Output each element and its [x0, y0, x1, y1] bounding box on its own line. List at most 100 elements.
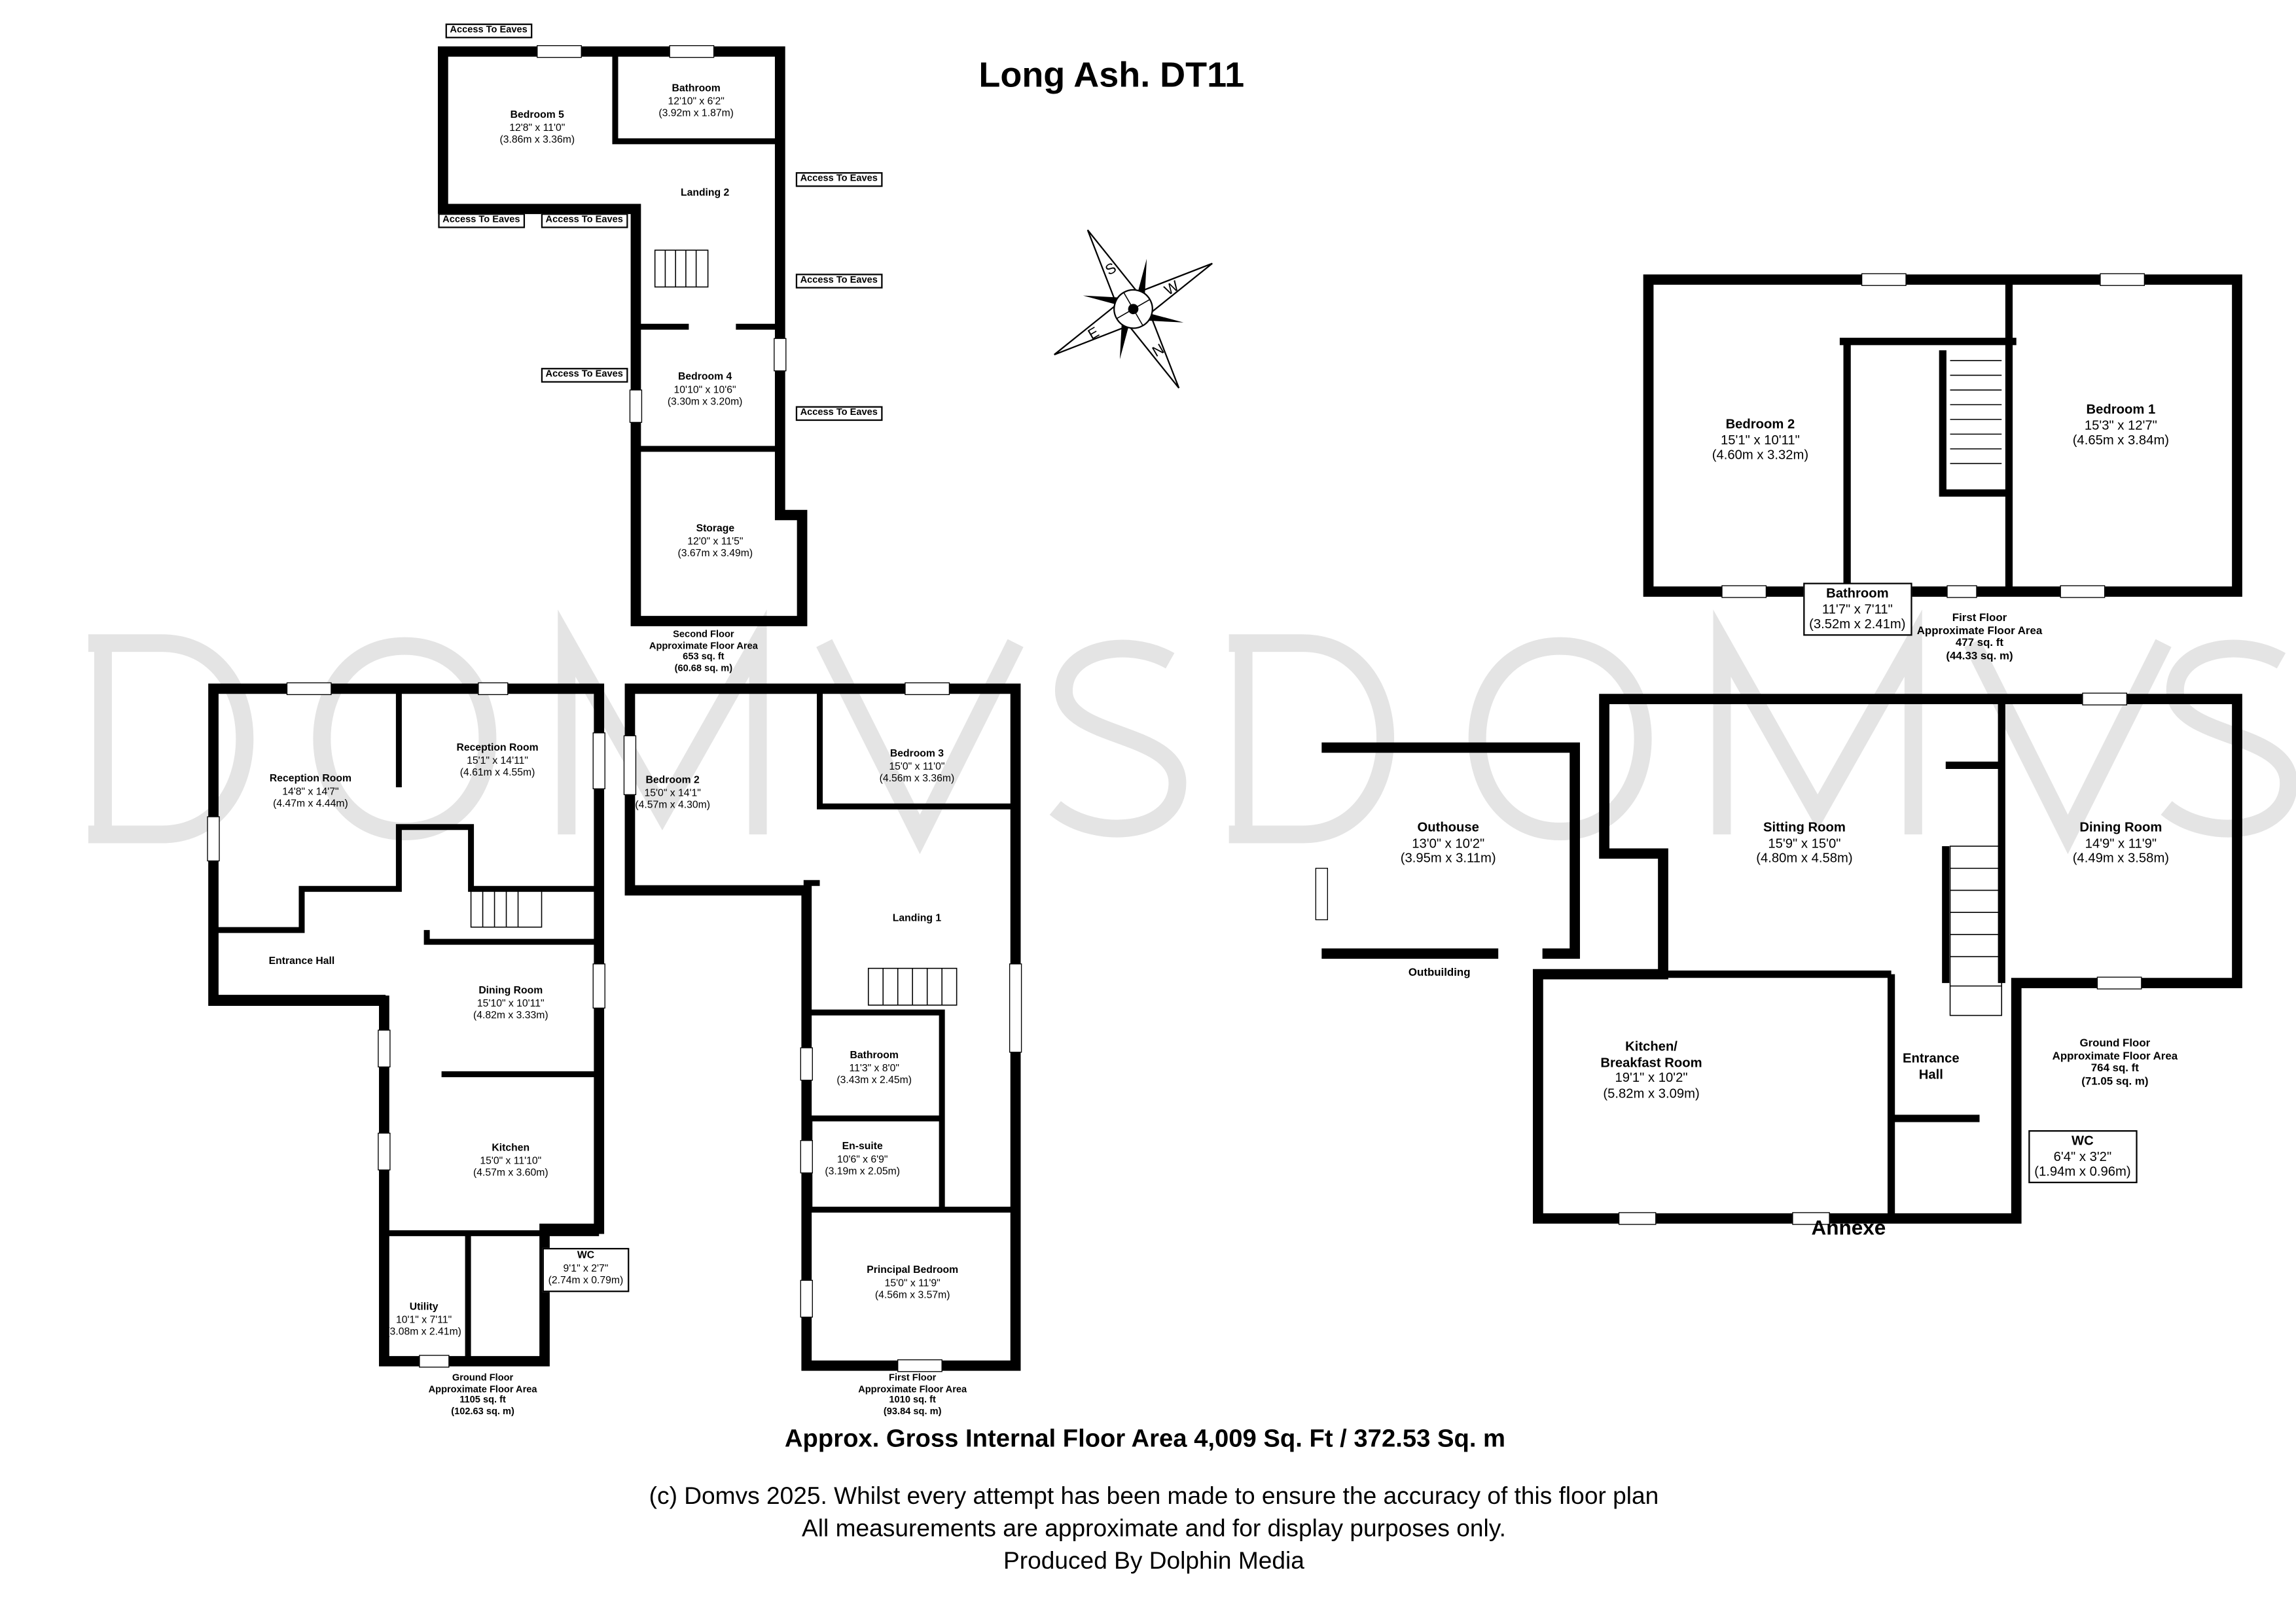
watermark-letter-shape [816, 639, 1024, 855]
room-size-imperial: 12'8" x 11'0" [509, 122, 565, 134]
floor-area-sqft: 1010 sq. ft [889, 1395, 936, 1406]
room-size-metric: (3.52m x 2.41m) [1809, 616, 1906, 632]
floor-area-label: Approximate Floor Area [1916, 623, 2043, 637]
windows [207, 45, 2145, 1372]
floor-area-sqft: 764 sq. ft [2090, 1061, 2139, 1075]
room-size-metric: (4.56m x 3.57m) [874, 1291, 950, 1301]
room-name: Entrance [1902, 1050, 1960, 1066]
floor-area-sqm: (102.63 sq. m) [451, 1406, 514, 1417]
access-to-eaves-tag: Access To Eaves [541, 368, 628, 383]
room-name: Bathroom [850, 1050, 899, 1061]
room-size-metric: (3.92m x 1.87m) [658, 109, 734, 120]
room-label-landing-2: Landing 2 [681, 188, 729, 201]
room-name: Sitting Room [1763, 819, 1846, 835]
room-name: Dining Room [478, 986, 543, 997]
outhouse-outline [1321, 742, 1580, 959]
room-name-line-2: Hall [1918, 1066, 1943, 1081]
room-name: Principal Bedroom [867, 1265, 959, 1276]
floor-area-sqm: (44.33 sq. m) [1946, 648, 2013, 662]
room-size-imperial: 15'9" x 15'0" [1768, 835, 1841, 850]
floor-area-sqft: 653 sq. ft [683, 652, 725, 662]
disclaimer-line: All measurements are approximate and for… [802, 1516, 1506, 1543]
outbuilding-label: Outbuilding [1408, 965, 1471, 979]
compass-rose-icon: S W E N [1054, 229, 1213, 389]
annexe-first-floor-inner-walls [1839, 279, 2017, 592]
room-name: Bedroom 4 [678, 372, 732, 383]
room-size-imperial: 14'8" x 14'7" [282, 786, 339, 797]
room-name: Bedroom 5 [510, 110, 564, 121]
room-size-imperial: 9'1" x 2'7" [563, 1263, 609, 1274]
room-size-imperial: 15'0" x 11'0" [889, 761, 945, 772]
room-size-metric: (4.82m x 3.33m) [473, 1010, 548, 1022]
room-label-entrance-hall: Entrance Hall [269, 957, 335, 969]
access-to-eaves-tag: Access To Eaves [541, 213, 628, 228]
room-size-metric: (3.43m x 2.45m) [836, 1075, 912, 1086]
floor-area-sqm: (71.05 sq. m) [2081, 1073, 2149, 1087]
room-size-imperial: 14'9" x 11'9" [2085, 835, 2157, 850]
stairs [470, 249, 2003, 1016]
room-name: Utility [409, 1302, 439, 1313]
room-size-imperial: 10'1" x 7'11" [396, 1315, 452, 1325]
room-size-imperial: 15'1" x 10'11" [1721, 431, 1800, 447]
room-size-metric: (4.56m x 3.36m) [879, 774, 955, 785]
room-size-metric: (3.67m x 3.49m) [677, 548, 753, 560]
room-size-metric: (3.95m x 3.11m) [1400, 850, 1496, 866]
room-size-metric: (4.57m x 4.30m) [635, 800, 710, 812]
room-size-imperial: 15'0" x 11'10" [480, 1156, 542, 1167]
floor-name: Ground Floor [2079, 1036, 2151, 1050]
room-size-metric: (4.60m x 3.32m) [1712, 447, 1809, 463]
room-name: WC [2072, 1133, 2094, 1148]
floor-area-sqm: (60.68 sq. m) [674, 663, 733, 673]
room-label-bathroom: Bathroom 11'3" x 8'0"(3.43m x 2.45m) [836, 1051, 912, 1088]
room-size-metric: (4.57m x 3.60m) [473, 1168, 548, 1179]
property-title: Long Ash. DT11 [978, 56, 1245, 96]
room-size-metric: (1.94m x 0.96m) [2034, 1164, 2131, 1179]
annexe-label: Annexe [1811, 1215, 1886, 1240]
room-size-imperial: 12'10" x 6'2" [668, 96, 725, 107]
watermark-letter-shape [1049, 639, 1187, 838]
floor-name: Second Floor [673, 630, 734, 641]
floor-area-label: Approximate Floor Area [858, 1383, 967, 1395]
room-size-metric: (4.80m x 4.58m) [1756, 850, 1853, 866]
room-name: Entrance Hall [268, 956, 335, 967]
room-size-imperial: 11'3" x 8'0" [849, 1063, 899, 1074]
room-size-imperial: 11'7" x 7'11" [1821, 601, 1893, 616]
room-label-landing-1: Landing 1 [893, 914, 941, 926]
watermark-letter-shape [1468, 637, 1652, 841]
room-size-imperial: 12'0" x 11'5" [687, 536, 744, 547]
room-name: Kitchen/ [1625, 1039, 1677, 1054]
room-size-imperial: 15'3" x 12'7" [2084, 417, 2157, 432]
room-name: En-suite [842, 1141, 883, 1152]
room-name: WC [577, 1251, 595, 1262]
room-size-metric: (4.65m x 3.84m) [2072, 433, 2170, 448]
access-to-eaves-tag: Access To Eaves [795, 172, 882, 187]
watermark-letter-shape [1229, 634, 1395, 844]
room-name: Reception Room [456, 743, 539, 754]
room-name: Outhouse [1417, 819, 1479, 835]
producer-line: Produced By Dolphin Media [1003, 1548, 1304, 1575]
first-floor-outline [624, 683, 1021, 1371]
annexe-ground-floor-outline [1533, 694, 2242, 1224]
room-name: Landing 1 [892, 914, 942, 925]
room-size-metric: (3.19m x 2.05m) [825, 1167, 901, 1177]
floor-area-sqm: (93.84 sq. m) [883, 1406, 942, 1417]
